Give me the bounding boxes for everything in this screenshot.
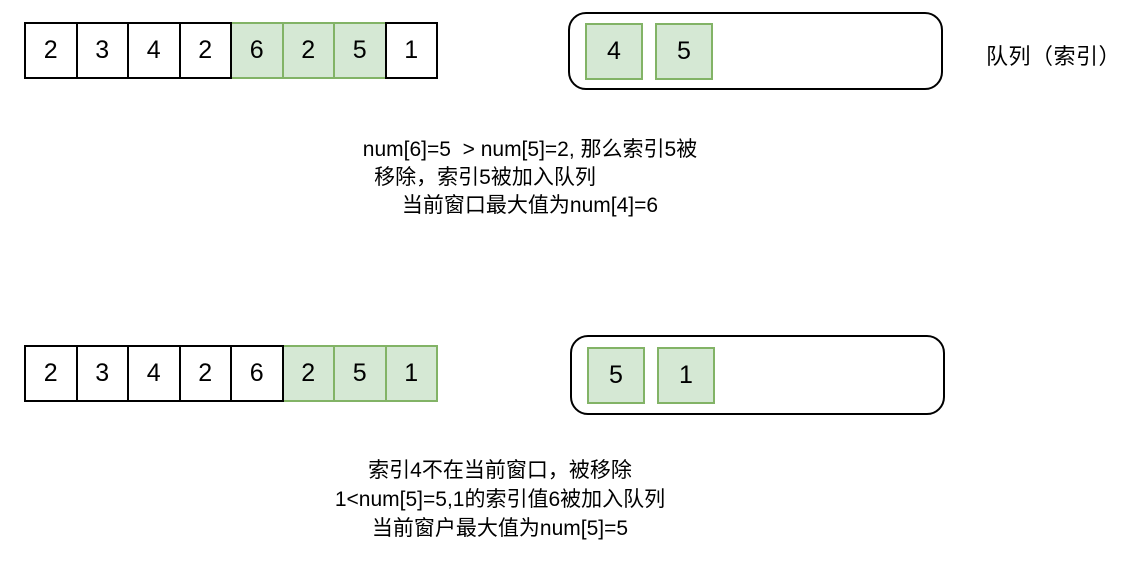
queue-cell: 4 xyxy=(585,22,643,80)
array-cell: 1 xyxy=(384,22,438,79)
step2-caption: 索引4不在当前窗口，被移除 1<num[5]=5,1的索引值6被加入队列 当前窗… xyxy=(250,456,750,543)
array-cell-window: 2 xyxy=(281,345,335,402)
array-cell: 6 xyxy=(230,345,284,402)
queue-cell: 5 xyxy=(655,22,713,80)
step1-array: 2 3 4 2 6 2 5 1 xyxy=(24,22,438,79)
step2-queue: 5 1 xyxy=(570,335,945,415)
caption-line: 当前窗户最大值为num[5]=5 xyxy=(371,517,629,540)
caption-line: 索引4不在当前窗口，被移除 xyxy=(368,459,632,482)
caption-line: num[6]=5 > num[5]=2, 那么索引5被 xyxy=(362,138,698,161)
array-cell-window: 5 xyxy=(333,345,387,402)
array-cell-window: 5 xyxy=(333,22,387,79)
queue-cell: 1 xyxy=(657,346,715,404)
array-cell-window: 6 xyxy=(230,22,284,79)
array-cell: 2 xyxy=(24,22,78,79)
caption-line: 当前窗口最大值为num[4]=6 xyxy=(401,194,659,217)
array-cell: 2 xyxy=(178,22,232,79)
array-cell: 3 xyxy=(75,345,129,402)
caption-line: 1<num[5]=5,1的索引值6被加入队列 xyxy=(334,488,666,511)
array-cell: 2 xyxy=(24,345,78,402)
step2-array: 2 3 4 2 6 2 5 1 xyxy=(24,345,438,402)
array-cell-window: 2 xyxy=(281,22,335,79)
queue-cell: 5 xyxy=(587,346,645,404)
array-cell: 4 xyxy=(127,345,181,402)
array-cell: 4 xyxy=(127,22,181,79)
caption-line: 移除，索引5被加入队列 xyxy=(374,166,596,189)
step1-queue: 4 5 xyxy=(568,12,943,90)
queue-label: 队列（索引） xyxy=(986,44,1122,69)
array-cell-window: 1 xyxy=(384,345,438,402)
step1-caption: num[6]=5 > num[5]=2, 那么索引5被 移除，索引5被加入队列 … xyxy=(280,136,780,220)
array-cell: 3 xyxy=(75,22,129,79)
array-cell: 2 xyxy=(178,345,232,402)
